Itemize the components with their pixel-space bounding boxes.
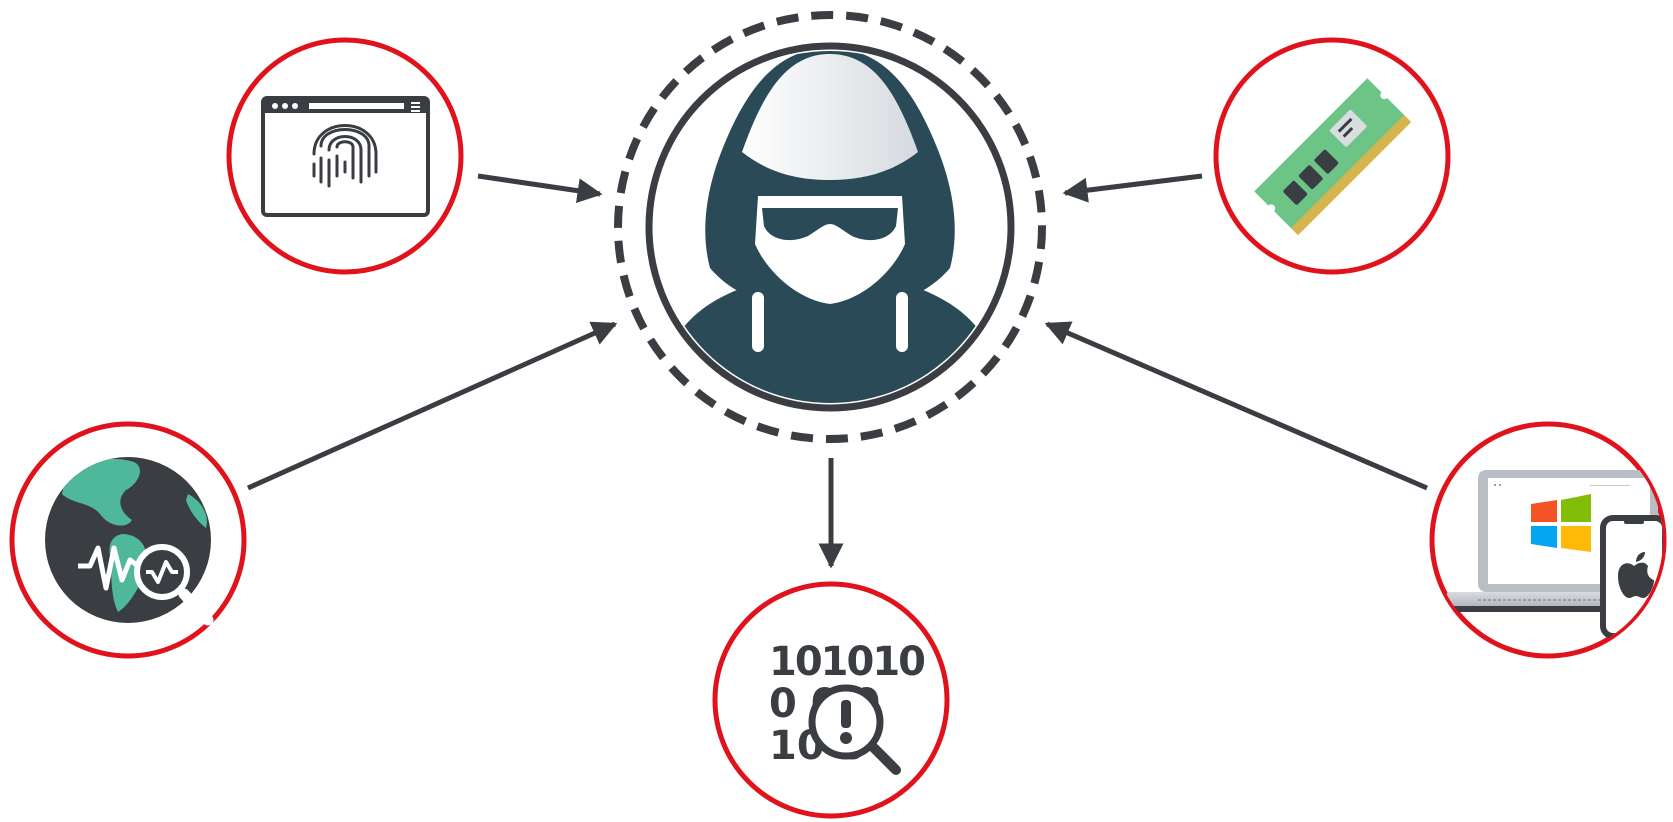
globe-signal-search-icon — [45, 457, 214, 626]
arrow-os-to-center — [1044, 321, 1428, 491]
hooded-hacker-icon — [654, 51, 1006, 403]
browser-fingerprint-icon — [261, 96, 430, 217]
arrow-globe-to-center — [246, 321, 618, 491]
node-binary-analysis: 101010 0 0 0 10 0 — [712, 581, 950, 819]
apple-logo-icon — [1618, 552, 1654, 598]
binary-row-1: 101010 — [769, 639, 924, 685]
center-node — [614, 11, 1046, 443]
binary-search-alert-icon: 101010 0 0 0 10 0 — [769, 639, 926, 775]
node-operating-systems — [1429, 421, 1667, 659]
arrow-ram-to-center — [1062, 173, 1203, 203]
ram-module-icon — [1254, 78, 1412, 236]
node-memory-module — [1213, 37, 1451, 275]
alert-mark — [841, 700, 851, 728]
laptop-windows-phone-apple-icon — [1438, 470, 1663, 639]
windows-logo-icon — [1531, 494, 1591, 552]
arrow-browser-to-center — [477, 173, 603, 204]
connector-arrows — [246, 173, 1428, 569]
node-network-traffic — [9, 421, 247, 659]
center-dashed-ring — [614, 11, 1046, 443]
node-browser-fingerprint — [226, 37, 464, 275]
